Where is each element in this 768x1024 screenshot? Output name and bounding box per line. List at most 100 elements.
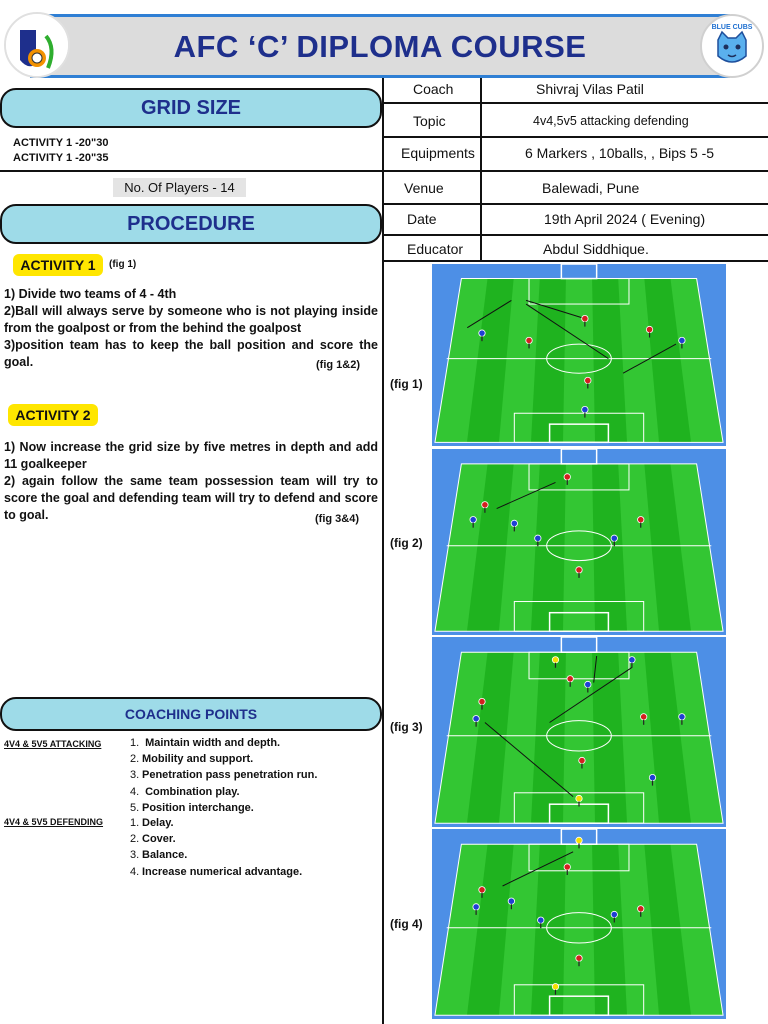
blue-player: [534, 534, 542, 542]
coach-value: Shivraj Vilas Patil: [536, 81, 644, 97]
red-player: [645, 325, 654, 334]
pitch-diagram-4: [432, 829, 726, 1019]
grid-size-heading: GRID SIZE: [0, 88, 382, 128]
column-divider: [382, 78, 384, 1024]
info-row-line: [382, 234, 768, 236]
activity-1-line: 3)position team has to keep the ball pos…: [4, 338, 378, 369]
pitch-stripe: [498, 278, 540, 443]
pitch-stripe: [562, 844, 596, 1016]
red-player: [581, 314, 589, 323]
activity-1-line: 1) Divide two teams of 4 - 4th: [4, 287, 177, 301]
red-player: [563, 473, 571, 481]
red-player: [478, 697, 486, 706]
pass-arrow: [593, 655, 598, 683]
pitch-diagram-3: [432, 637, 726, 827]
pitch-stripe: [618, 278, 660, 443]
india-logo: INDIA: [4, 12, 70, 78]
pitch-drawing: [434, 449, 724, 633]
blue-player: [648, 774, 657, 782]
page-title: AFC ‘C’ DIPLOMA COURSE: [173, 29, 587, 64]
blue-player: [510, 519, 518, 528]
info-row-line: [382, 203, 768, 205]
activity-1-line: 2)Ball will always serve by someone who …: [4, 304, 378, 335]
activity-2-text: 1) Now increase the grid size by five me…: [4, 439, 378, 524]
pitch-drawing: [434, 637, 724, 824]
topic-value: 4v4,5v5 attacking defending: [533, 114, 689, 128]
blue-player: [610, 910, 618, 919]
pitch-stripe: [498, 844, 540, 1016]
blue-player: [537, 916, 545, 924]
equipments-label: Equipments: [401, 145, 475, 161]
coaching-points-heading: COACHING POINTS: [0, 697, 382, 731]
grid-line: ACTIVITY 1 -20"35: [13, 152, 109, 164]
blue-player: [507, 897, 515, 905]
center-circle: [546, 912, 612, 944]
blue-player: [610, 534, 618, 542]
educator-value: Abdul Siddhique.: [543, 241, 649, 257]
pass-arrow: [525, 303, 609, 360]
pitch-stripe: [670, 844, 724, 1016]
fig-4-label: (fig 4): [390, 917, 423, 931]
attacking-list: 1. Maintain width and depth. 2.Mobility …: [130, 735, 317, 816]
header-band: AFC ‘C’ DIPLOMA COURSE: [30, 14, 730, 78]
attacking-label: 4V4 & 5V5 ATTACKING: [4, 739, 102, 749]
pitch-stripe: [562, 278, 596, 443]
activity-2-line: 1) Now increase the grid size by five me…: [4, 440, 378, 471]
red-player: [637, 516, 645, 524]
pitch-stripe: [562, 463, 596, 632]
goalkeeper: [551, 983, 560, 991]
goal-top: [560, 264, 598, 280]
pitch-stripe: [670, 463, 724, 632]
pitch-drawing: [434, 829, 724, 1016]
blue-player: [472, 903, 480, 911]
pitch-stripe: [434, 844, 488, 1016]
red-player: [478, 886, 486, 894]
red-player: [575, 566, 583, 574]
list-item: 1.Delay.: [130, 817, 174, 829]
pitch-diagram-1: [432, 264, 726, 446]
goalkeeper: [575, 836, 583, 844]
pass-arrow: [484, 722, 574, 797]
blue-cubs-logo: BLUE CUBS: [700, 14, 764, 78]
activity-1-fig-ref: (fig 1): [109, 259, 137, 270]
blue-player: [469, 516, 477, 524]
activity-2-line: 2) again follow the same team possession…: [4, 474, 378, 522]
players-count: No. Of Players - 14: [113, 178, 246, 197]
pitch-stripe: [618, 463, 660, 632]
educator-label: Educator: [407, 241, 464, 257]
india-crest-icon: [6, 14, 68, 76]
activity-1-text: 1) Divide two teams of 4 - 4th 2)Ball wi…: [4, 286, 378, 371]
goal-bottom: [548, 423, 610, 444]
red-player: [566, 675, 574, 683]
pitch-stripe: [618, 652, 660, 824]
pitch-stripe: [498, 463, 540, 632]
red-player: [584, 376, 592, 385]
red-player: [563, 863, 571, 871]
blue-player: [628, 656, 636, 664]
activity-1-figs: (fig 1&2): [316, 359, 360, 371]
red-player: [578, 756, 586, 765]
fig-2-label: (fig 2): [390, 536, 423, 550]
red-player: [575, 954, 583, 962]
venue-value: Balewadi, Pune: [542, 180, 640, 196]
equipments-value: 6 Markers , 10balls, , Bips 5 -5: [525, 145, 715, 161]
goal-bottom: [548, 995, 610, 1016]
list-item: 2.Cover.: [130, 833, 176, 846]
pitch-stripe: [670, 278, 724, 443]
red-player: [640, 713, 648, 721]
defending-label: 4V4 & 5V5 DEFENDING: [4, 817, 104, 827]
red-player: [637, 905, 645, 913]
topic-label: Topic: [413, 113, 446, 129]
list-item: 3.Penetration pass penetration run.: [130, 769, 318, 782]
goalkeeper: [575, 794, 583, 803]
blue-player: [472, 715, 480, 723]
pitch-stripe: [434, 463, 488, 632]
coach-label: Coach: [413, 81, 454, 97]
venue-label: Venue: [404, 180, 444, 196]
red-player: [525, 336, 533, 345]
pitch-stripe: [434, 278, 488, 443]
list-item: 4.Increase numerical advantage.: [130, 865, 303, 878]
goalkeeper: [551, 656, 560, 664]
pitch-stripe: [562, 652, 596, 824]
cub-mascot-icon: [717, 30, 747, 63]
